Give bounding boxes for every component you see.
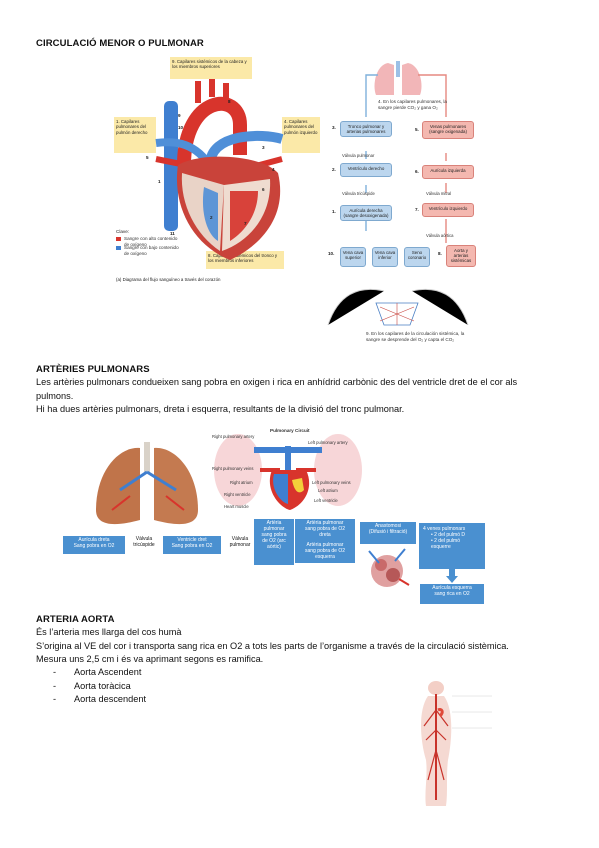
aorta-paragraph-2: S’origina al VE del cor i transporta san… — [36, 641, 509, 651]
flow-label-valv-mitral: Válvula mitral — [426, 191, 452, 196]
box-arteria-pulmonar: Artèria pulmonar sang pobra de O2 (arc a… — [254, 519, 294, 565]
flow-num-1: 1. — [332, 209, 336, 214]
marker-9: 9 — [178, 113, 181, 118]
circuit-label-left-pulm-veins: Left pulmonary veins — [312, 480, 351, 485]
note-capillaries-head: 9. Capilares sistémicos de la cabeza y l… — [170, 57, 252, 79]
arteries-paragraph-1: Les artèries pulmonars condueixen sang p… — [36, 377, 518, 401]
flow-num-10: 10. — [328, 251, 335, 256]
circuit-title: Pulmonary Circuit — [270, 428, 310, 433]
flow-box-venas: Venas pulmonares (sangre oxigenada) — [422, 121, 474, 139]
flow-label-valv-aortica: Válvula aórtica — [426, 233, 454, 238]
legend-red-label: Sangre con alto contenido de oxígeno — [124, 236, 178, 247]
note-left-lung-capillaries: 4. Capilares pulmonares del pulmón izqui… — [282, 117, 320, 153]
note-right-lung-capillaries: 1. Capilares pulmonares del pulmón derec… — [114, 117, 156, 153]
heart-diagram-figure: 9. Capilares sistémicos de la cabeza y l… — [112, 55, 324, 290]
marker-11: 11 — [170, 231, 175, 236]
flow-num-7: 7. — [415, 207, 419, 212]
label-valvula-tricuspide: Vàlvula tricúspide — [133, 536, 155, 548]
flow-box-ventr-der: Ventrículo derecho — [340, 163, 392, 177]
flow-box-aorta: Aorta y arterias sistémicas — [446, 245, 476, 267]
section-title-arteries: ARTÈRIES PULMONARS — [36, 364, 150, 375]
legend-blue-label: Sangre con bajo contenido de oxígeno — [124, 245, 179, 256]
flow-box-tronco: Tronco pulmonar y arterias pulmonares — [340, 121, 392, 137]
aorta-body-illustration — [421, 681, 492, 806]
box-arteria-pulmonar-dreta: Artèria pulmonar sang pobra de O2 dreta — [295, 519, 355, 541]
venes-title: 4 venes pulmonars — [423, 526, 466, 532]
pulmonary-circuit-figure: Pulmonary Circuit Right pulmonary artery… — [210, 428, 365, 515]
marker-7: 7 — [244, 221, 247, 226]
circuit-label-heart-muscle: Heart muscle — [224, 504, 249, 509]
box-ventricle-dret: Ventricle dret Sang pobra en O2 — [163, 536, 221, 554]
marker-6: 6 — [262, 187, 265, 192]
marker-10: 10 — [178, 125, 184, 130]
box-arteria-pulmonar-esquerra: Artèria pulmonar sang pobra de O2 esquer… — [295, 541, 355, 563]
venes-item-2: • 2 del pulmó esquerre — [431, 538, 460, 550]
aorta-paragraph-1: És l’arteria mes llarga del cos humà — [36, 627, 182, 637]
legend-title: Clave: — [116, 229, 129, 234]
venes-item-1: • 2 del pulmó D — [431, 532, 465, 538]
flow-box-vcs: Vena cava superior — [340, 247, 366, 267]
circuit-label-right-ventricle: Right ventricle — [224, 492, 251, 497]
heart-illustration: Clave: (a) Diagrama del flujo sanguíneo … — [116, 79, 284, 282]
arteries-paragraph-2: Hi ha dues artèries pulmonars, dreta i e… — [36, 404, 405, 414]
flow-box-auric-izq: Aurícula izquierda — [422, 165, 474, 179]
flow-num-3: 3. — [332, 125, 336, 130]
blood-flow-figure: 4. En los capilares pulmonares, la sangr… — [318, 55, 478, 350]
marker-1: 1 — [158, 179, 161, 184]
flow-note-top: 4. En los capilares pulmonares, la sangr… — [378, 99, 447, 110]
list-item: -Aorta descendent — [53, 694, 147, 705]
marker-5: 5 — [146, 155, 149, 160]
marker-3: 3 — [262, 145, 265, 150]
circuit-label-right-pulm-veins: Right pulmonary veins — [212, 466, 254, 471]
flow-num-5: 5. — [415, 127, 419, 132]
label-valvula-pulmonar: Vàlvula pulmonar — [229, 536, 251, 548]
alveoli-illustration — [368, 548, 410, 587]
section-title-circulacio: CIRCULACIÓ MENOR O PULMONAR — [36, 38, 204, 49]
box-anastomosi: Anastomosi (Difusió i filtració) — [360, 522, 416, 544]
marker-8: 8 — [228, 99, 231, 104]
flow-num-6: 6. — [415, 169, 419, 174]
aorta-parts-list: -Aorta Ascendent -Aorta toràcica -Aorta … — [53, 666, 146, 707]
heart-caption: (a) Diagrama del flujo sanguíneo a travé… — [116, 277, 221, 282]
flow-label-valv-tric: Válvula tricúspide — [342, 191, 375, 196]
flow-box-auric-der: Aurícula derecha (sangre desoxigenada) — [340, 205, 392, 221]
flow-box-vci: Vena cava inferior — [372, 247, 398, 267]
box-auricula-esquerra: Aurícula esquerra sang rica en O2 — [420, 584, 484, 604]
list-item: -Aorta Ascendent — [53, 667, 142, 677]
down-arrow-icon — [446, 569, 458, 583]
marker-2: 2 — [210, 215, 213, 220]
box-auricula-dreta: Aurícula dreta Sang pobra en O2 — [63, 536, 125, 554]
circuit-label-right-pulm-artery: Right pulmonary artery — [212, 434, 255, 439]
flow-label-valv-pulmonar: Válvula pulmonar — [342, 153, 375, 158]
circuit-label-right-atrium: Right atrium — [230, 480, 253, 485]
flow-box-seno: Seno coronario — [404, 247, 430, 267]
circuit-label-left-atrium: Left atrium — [318, 488, 338, 493]
flow-box-ventr-izq: Ventrículo izquierdo — [422, 203, 474, 217]
list-item: -Aorta toràcica — [53, 680, 131, 691]
flow-num-2: 2. — [332, 167, 336, 172]
lungs-illustration — [96, 442, 198, 525]
circuit-label-left-pulm-artery: Left pulmonary artery — [308, 440, 348, 445]
flow-note-bottom: 9. En los capilares de la circulación si… — [366, 331, 465, 342]
section-title-aorta: ARTERIA AORTA — [36, 614, 115, 625]
aorta-paragraph-3: Mesura uns 2,5 cm i és va aprimant segon… — [36, 654, 264, 664]
circuit-label-left-ventricle: Left ventricle — [314, 498, 338, 503]
box-venes-pulmonars: 4 venes pulmonars • 2 del pulmó D • 2 de… — [419, 523, 485, 569]
marker-4: 4 — [272, 167, 275, 172]
flow-num-8: 8. — [438, 251, 442, 256]
